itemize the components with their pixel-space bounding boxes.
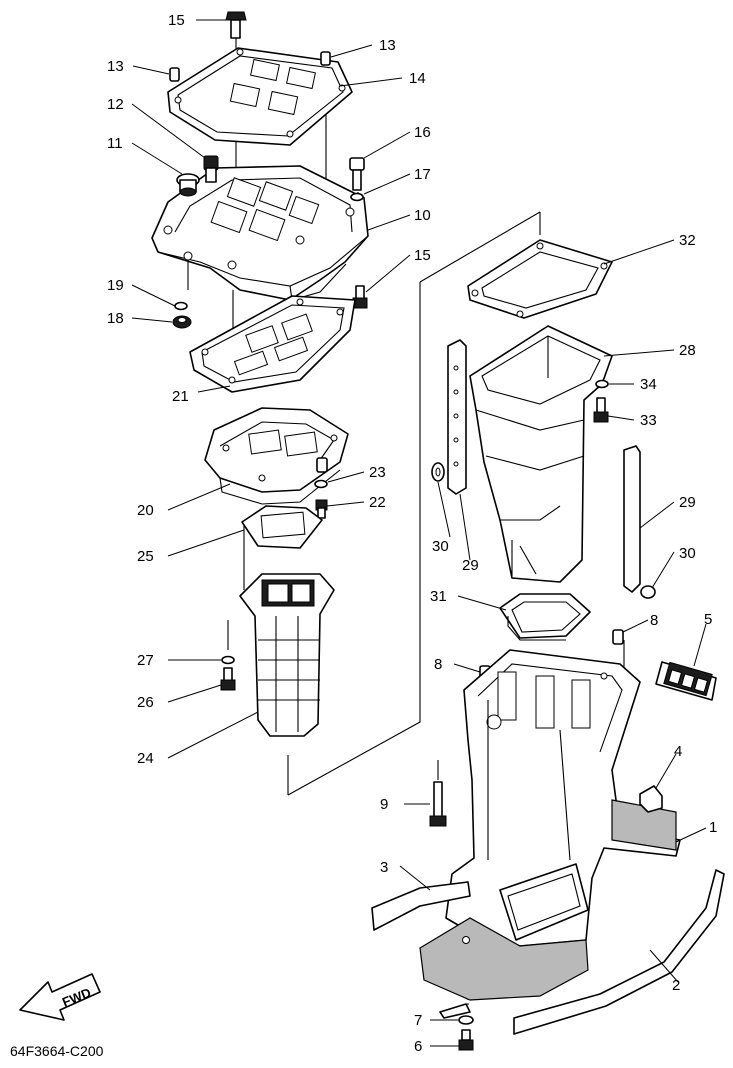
part-13-dowel-pins <box>169 51 331 82</box>
part-3-damper-strip <box>371 881 471 931</box>
part-4-grommet <box>639 785 663 813</box>
callout-25: 25 <box>137 548 154 565</box>
callout-5: 5 <box>704 611 712 628</box>
callout-32: 32 <box>679 232 696 249</box>
part-24-exhaust-muffler <box>239 573 335 737</box>
callout-13-right: 13 <box>379 37 396 54</box>
part-12-plug-fitting <box>203 155 219 183</box>
part-14-exhaust-cover-gasket <box>167 47 353 146</box>
part-22-bolt <box>315 499 328 519</box>
callout-31: 31 <box>430 588 447 605</box>
part-27-washer <box>221 655 235 665</box>
drawing-code: 64F3664-C200 <box>10 1043 104 1059</box>
part-11-grommet <box>176 173 200 197</box>
part-16-bolt <box>349 157 365 191</box>
part-5-cover-plate <box>655 661 717 701</box>
part-10-exhaust-manifold-housing <box>151 165 369 301</box>
callout-3: 3 <box>380 859 388 876</box>
part-9-bolt <box>429 781 447 827</box>
part-7-washer <box>458 1015 474 1025</box>
callout-8-left: 8 <box>434 656 442 673</box>
callout-15-top: 15 <box>168 12 185 29</box>
callout-30-left: 30 <box>432 538 449 555</box>
callout-numbers: 15 13 13 14 12 11 16 17 10 15 19 18 21 2… <box>107 12 717 1055</box>
callout-2: 2 <box>672 977 680 994</box>
fwd-direction-arrow: FWD <box>19 973 101 1021</box>
part-18-nut <box>172 315 192 329</box>
part-19-washer <box>174 301 188 311</box>
callout-11: 11 <box>107 135 123 152</box>
callout-4: 4 <box>674 743 682 760</box>
part-28-oil-pan <box>469 325 613 583</box>
callout-27: 27 <box>137 652 154 669</box>
part-15-bolt-top <box>225 11 247 39</box>
callout-8-right: 8 <box>650 612 658 629</box>
callout-18: 18 <box>107 310 124 327</box>
part-21-gasket <box>189 295 356 393</box>
callout-14: 14 <box>409 70 426 87</box>
part-32-gasket <box>467 239 613 319</box>
callout-21: 21 <box>172 388 189 405</box>
callout-34: 34 <box>640 376 657 393</box>
callout-16: 16 <box>414 124 431 141</box>
part-1-upper-casing <box>445 649 681 947</box>
callout-10: 10 <box>414 207 431 224</box>
lower-casing-plate <box>419 917 589 1001</box>
callout-20: 20 <box>137 502 154 519</box>
callout-19: 19 <box>107 277 124 294</box>
part-23-dowel <box>314 479 328 489</box>
callout-26: 26 <box>137 694 154 711</box>
callout-13-left: 13 <box>107 58 124 75</box>
part-23-pin <box>316 457 328 473</box>
callout-29-right: 29 <box>679 494 696 511</box>
callout-1: 1 <box>709 819 717 836</box>
zinc-screw <box>439 1003 471 1019</box>
part-31-seal-ring <box>499 593 591 641</box>
callout-29-left: 29 <box>462 557 479 574</box>
callout-24: 24 <box>137 750 154 767</box>
callout-28: 28 <box>679 342 696 359</box>
callout-15-right: 15 <box>414 247 431 264</box>
part-34-washer <box>595 379 609 389</box>
part-30-grommet-right <box>640 585 656 599</box>
part-6-bolt <box>458 1029 474 1051</box>
part-26-bolt <box>220 667 236 691</box>
callout-17: 17 <box>414 166 431 183</box>
callout-22: 22 <box>369 494 386 511</box>
callout-6: 6 <box>414 1038 422 1055</box>
callout-23: 23 <box>369 464 386 481</box>
part-2-damper-long <box>513 869 725 1035</box>
callout-30-right: 30 <box>679 545 696 562</box>
part-29-seal-left <box>447 339 467 495</box>
callout-12: 12 <box>107 96 124 113</box>
part-33-bolt <box>593 397 609 423</box>
part-29-seal-right <box>623 445 641 593</box>
part-15-bolt-right <box>352 285 368 309</box>
part-25-gasket <box>241 505 323 549</box>
part-30-grommet-left <box>431 462 445 482</box>
callout-leader-lines <box>131 19 707 1047</box>
callout-7: 7 <box>414 1012 422 1029</box>
callout-9: 9 <box>380 796 388 813</box>
callout-33: 33 <box>640 412 657 429</box>
part-20-exhaust-plate <box>204 407 349 505</box>
part-17-washer <box>350 192 364 202</box>
part-8-dowel-right <box>612 629 624 645</box>
